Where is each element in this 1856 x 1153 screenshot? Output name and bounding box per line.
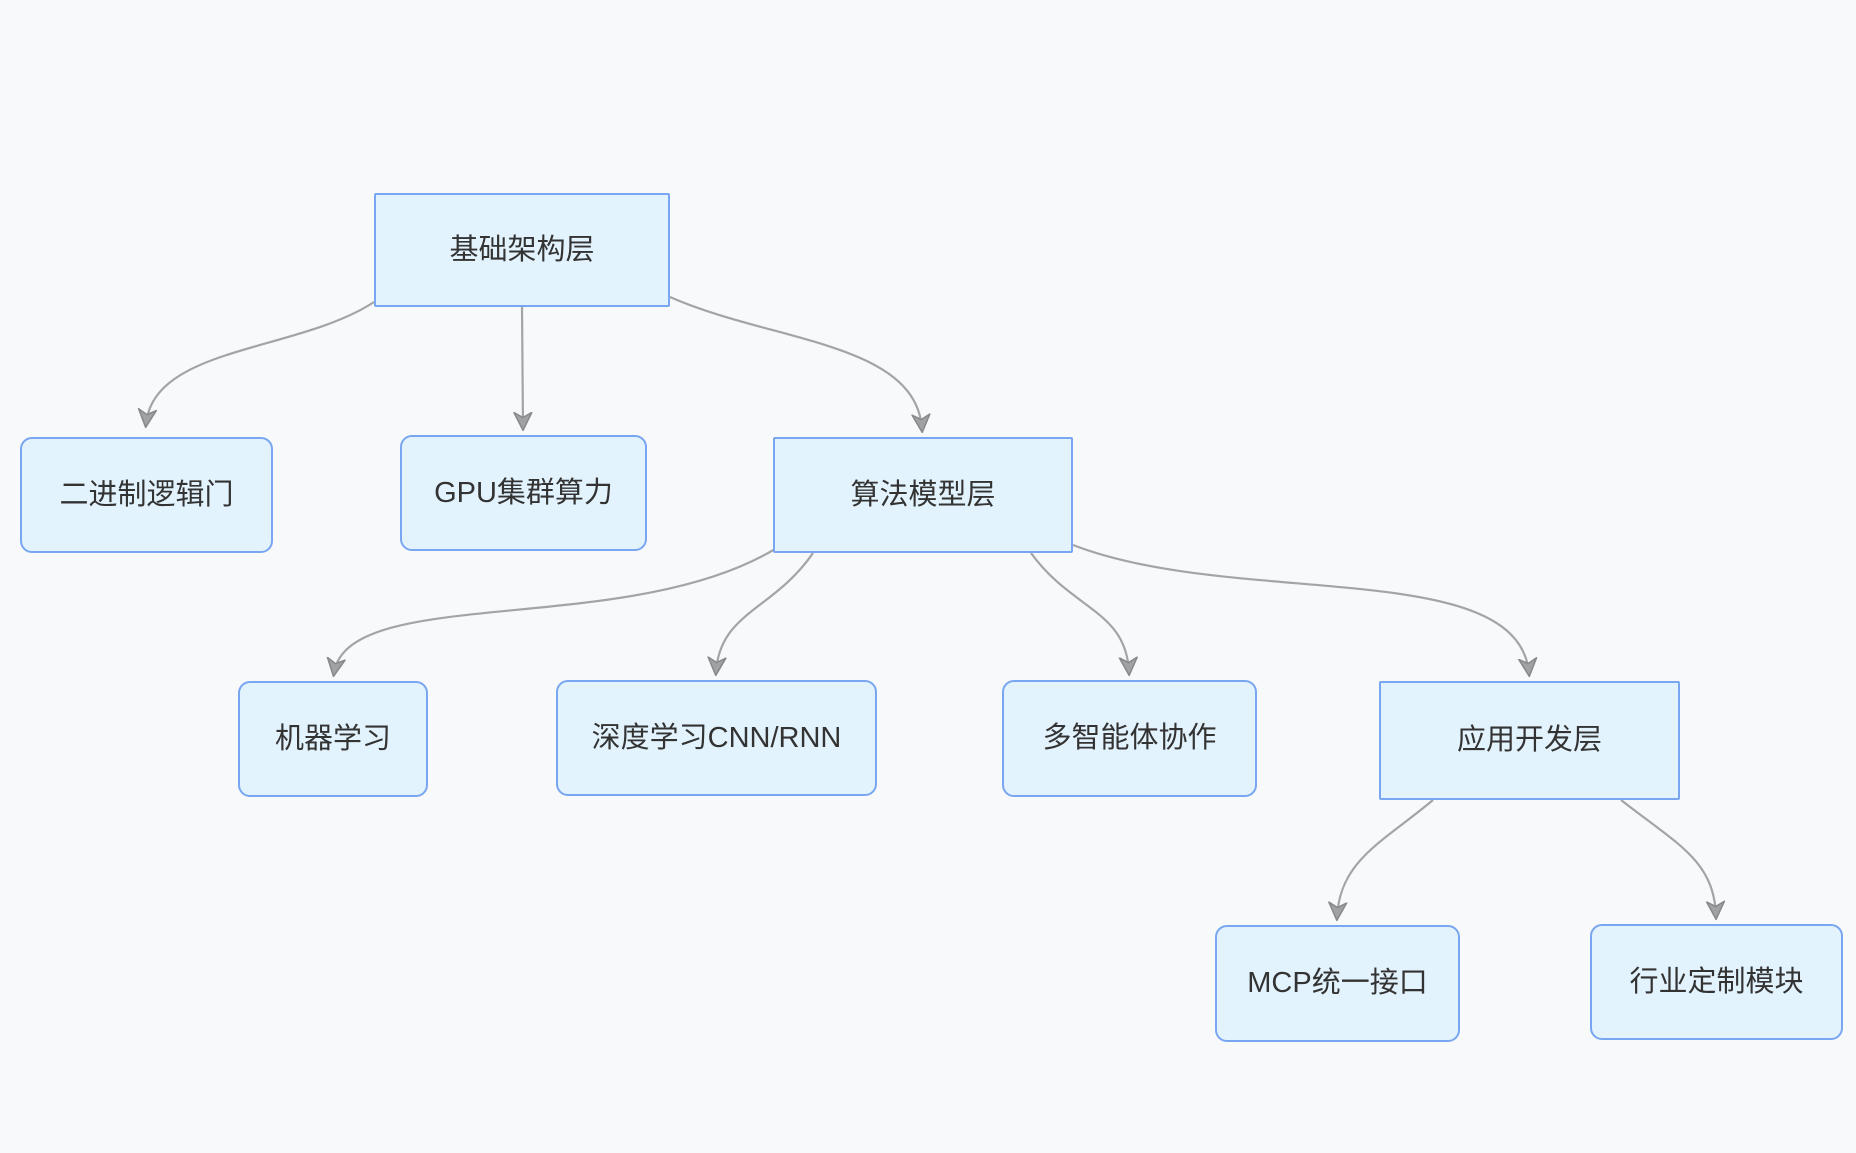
edge-algo-dl [716, 552, 814, 672]
edge-algo-ml [334, 548, 776, 673]
edge-algo-agents [1030, 552, 1129, 672]
node-label: 二进制逻辑门 [59, 478, 234, 511]
node-infra[interactable]: 基础架构层 [374, 193, 670, 307]
edge-appdev-industry [1620, 799, 1716, 916]
node-label: 深度学习CNN/RNN [591, 721, 842, 754]
node-binary[interactable]: 二进制逻辑门 [20, 437, 273, 553]
edge-infra-algo [669, 295, 922, 429]
node-ml[interactable]: 机器学习 [238, 681, 428, 797]
node-label: 应用开发层 [1456, 724, 1602, 757]
node-label: 多智能体协作 [1042, 722, 1217, 755]
node-label: 机器学习 [274, 722, 391, 755]
edge-infra-binary [146, 301, 375, 424]
edge-appdev-mcp [1337, 799, 1434, 917]
node-mcp[interactable]: MCP统一接口 [1215, 925, 1460, 1042]
node-label: 基础架构层 [449, 233, 595, 266]
node-label: 算法模型层 [850, 478, 996, 511]
edge-algo-appdev [1072, 543, 1529, 673]
edge-infra-gpu [522, 306, 523, 427]
node-appdev[interactable]: 应用开发层 [1379, 681, 1680, 800]
node-label: 行业定制模块 [1629, 965, 1804, 998]
node-agents[interactable]: 多智能体协作 [1002, 680, 1257, 797]
node-dl[interactable]: 深度学习CNN/RNN [556, 680, 877, 796]
node-gpu[interactable]: GPU集群算力 [400, 435, 647, 551]
node-algo[interactable]: 算法模型层 [773, 437, 1073, 553]
node-label: GPU集群算力 [434, 476, 613, 509]
node-industry[interactable]: 行业定制模块 [1590, 924, 1843, 1040]
node-label: MCP统一接口 [1247, 967, 1428, 1000]
